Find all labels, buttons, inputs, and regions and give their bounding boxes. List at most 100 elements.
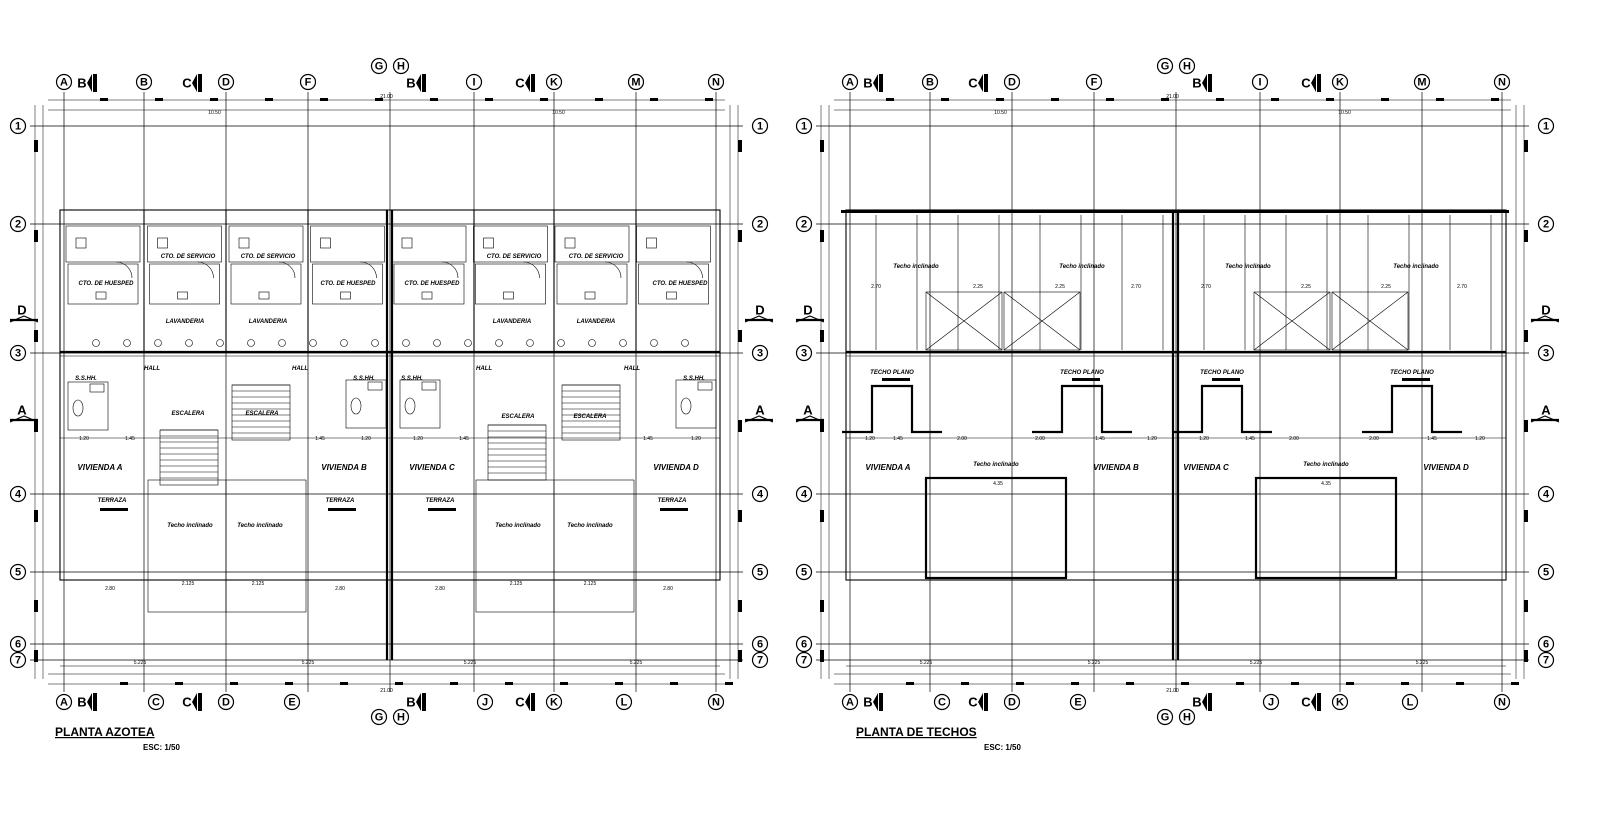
grid-bubble-label: 1 bbox=[1543, 121, 1549, 133]
dimension-tick bbox=[505, 682, 513, 685]
dimension-tick bbox=[285, 682, 293, 685]
section-cut-label: D bbox=[1541, 303, 1550, 318]
dimension-tick bbox=[1051, 98, 1059, 101]
section-cut-label: B bbox=[406, 695, 415, 710]
section-cut-label: C bbox=[968, 76, 978, 91]
door-swing bbox=[278, 261, 296, 279]
section-cut-label: B bbox=[406, 76, 415, 91]
grid-bubble-label: K bbox=[1336, 697, 1344, 709]
dim-text: 10.50 bbox=[208, 110, 221, 116]
room-label-hall: HALL bbox=[476, 366, 492, 372]
room-outline bbox=[147, 225, 222, 263]
section-cut-bar bbox=[198, 693, 202, 711]
section-cut-bar bbox=[1208, 74, 1212, 92]
sink-symbol bbox=[697, 381, 713, 391]
section-cut-bar bbox=[422, 693, 426, 711]
dim-text: 2.80 bbox=[435, 586, 445, 592]
dim-text: 1.20 bbox=[79, 436, 89, 442]
room-outline bbox=[391, 225, 467, 263]
drain-symbol bbox=[247, 339, 255, 347]
dimension-tick bbox=[820, 420, 824, 432]
unit-label: VIVIENDA A bbox=[865, 463, 910, 472]
dim-text: 2.70 bbox=[1201, 284, 1211, 290]
roof-parapet bbox=[1032, 384, 1132, 434]
drain-symbol bbox=[588, 339, 596, 347]
dimension-tick bbox=[820, 600, 824, 612]
unit-label: VIVIENDA C bbox=[409, 463, 455, 472]
drain-symbol bbox=[216, 339, 224, 347]
grid-bubble bbox=[392, 57, 410, 75]
section-cut-bar bbox=[198, 74, 202, 92]
drain-symbol bbox=[340, 339, 348, 347]
dim-text: 1.20 bbox=[1475, 436, 1485, 442]
drain-symbol bbox=[154, 339, 162, 347]
grid-bubble-label: A bbox=[846, 77, 854, 89]
section-cut-arrow bbox=[525, 693, 530, 711]
dimension-tick bbox=[100, 98, 108, 101]
dimension-tick bbox=[34, 650, 38, 662]
grid-bubble bbox=[707, 73, 725, 91]
grid-bubble-label: K bbox=[550, 77, 558, 89]
grid-bubble bbox=[55, 693, 73, 711]
grid-bubble bbox=[9, 344, 27, 362]
window-symbol bbox=[320, 237, 331, 249]
dimension-tick bbox=[1181, 682, 1189, 685]
dimension-tick bbox=[1491, 98, 1499, 101]
grid-bubble-label: 1 bbox=[757, 121, 763, 133]
section-cut-label: C bbox=[968, 695, 978, 710]
level-marker bbox=[1072, 378, 1100, 381]
grid-bubble-label: K bbox=[550, 697, 558, 709]
grid-bubble bbox=[9, 215, 27, 233]
dimension-tick bbox=[820, 230, 824, 242]
grid-bubble bbox=[1069, 693, 1087, 711]
grid-bubble-label: H bbox=[397, 61, 405, 73]
section-cut-bar bbox=[984, 693, 988, 711]
room-label-cto-huesped: CTO. DE HUESPED bbox=[405, 281, 461, 287]
dim-text: 1.20 bbox=[865, 436, 875, 442]
dim-text: 2.25 bbox=[1055, 284, 1065, 290]
grid-bubble bbox=[1085, 73, 1103, 91]
grid-bubble-label: B bbox=[140, 77, 148, 89]
room-outline bbox=[554, 225, 630, 263]
section-cut-label: A bbox=[17, 403, 27, 418]
section-cut-label: B bbox=[77, 76, 86, 91]
dimension-tick bbox=[1456, 682, 1464, 685]
room-outline bbox=[230, 263, 302, 305]
room-outline bbox=[399, 379, 441, 429]
drain-symbol bbox=[309, 339, 317, 347]
grid-bubble bbox=[1537, 635, 1555, 653]
window-symbol bbox=[75, 237, 87, 249]
roof-area bbox=[475, 479, 635, 613]
dimension-tick bbox=[34, 140, 38, 152]
room-label-hall: HALL bbox=[624, 366, 640, 372]
section-cut-arrow bbox=[1311, 693, 1316, 711]
roof-label-techo-plano: TECHO PLANO bbox=[1060, 370, 1104, 376]
room-outline bbox=[345, 379, 387, 429]
section-cut-arrow bbox=[873, 74, 878, 92]
grid-bubble bbox=[1178, 708, 1196, 726]
skylight-box bbox=[925, 291, 1003, 351]
unit-label: VIVIENDA A bbox=[77, 463, 122, 472]
dimension-tick bbox=[615, 682, 623, 685]
section-cut-bar bbox=[422, 74, 426, 92]
section-cut-label: C bbox=[515, 76, 525, 91]
grid-bubble-label: J bbox=[1268, 697, 1274, 709]
grid-bubble bbox=[1537, 485, 1555, 503]
dimension-tick bbox=[340, 682, 348, 685]
grid-bubble-label: 5 bbox=[1543, 567, 1549, 579]
grid-bubble-label: 2 bbox=[801, 219, 807, 231]
section-cut-bar bbox=[984, 74, 988, 92]
fixture-symbol bbox=[666, 291, 677, 300]
room-label-lavanderia: LAVANDERIA bbox=[249, 319, 287, 325]
grid-bubble-label: E bbox=[1074, 697, 1081, 709]
dim-text: 2.70 bbox=[871, 284, 881, 290]
room-label-cto-servicio: CTO. DE SERVICIO bbox=[487, 254, 542, 260]
grid-bubble bbox=[1331, 693, 1349, 711]
grid-bubble bbox=[795, 485, 813, 503]
dim-text: 1.45 bbox=[459, 436, 469, 442]
drain-symbol bbox=[526, 339, 534, 347]
dim-text: 1.45 bbox=[1245, 436, 1255, 442]
dimension-tick bbox=[1524, 230, 1528, 242]
level-marker bbox=[100, 508, 128, 511]
